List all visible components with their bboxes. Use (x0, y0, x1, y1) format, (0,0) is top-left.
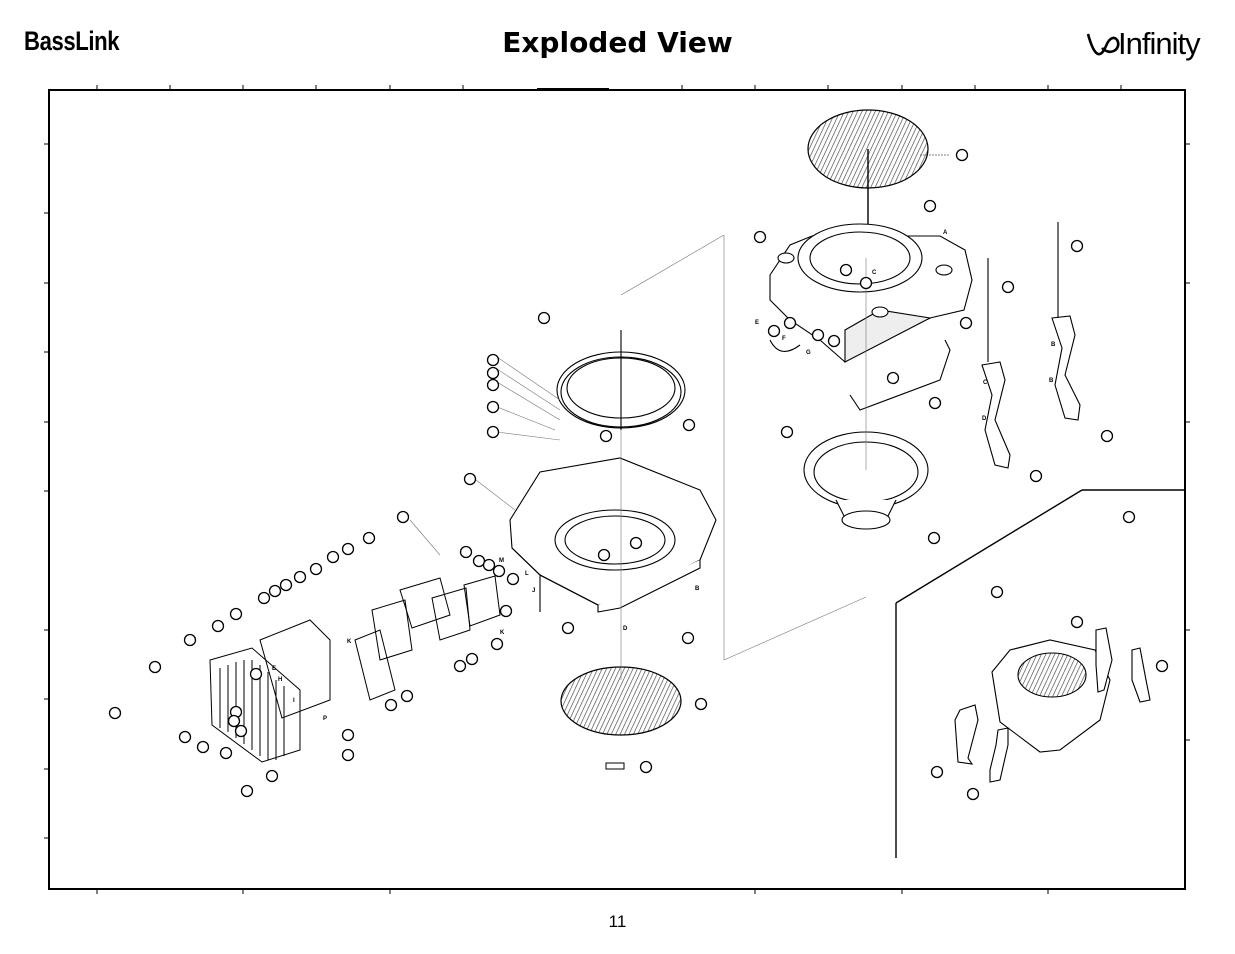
top-housing (769, 223, 973, 411)
amplifier-heatsink (209, 575, 501, 763)
part-letter-tags: AC EF GB BC DM LJ DK EH IP BK (272, 230, 1056, 722)
page-title: Exploded View (502, 26, 733, 59)
svg-text:E: E (755, 320, 759, 326)
side-brackets (981, 222, 1081, 469)
svg-text:D: D (623, 626, 628, 632)
infinity-swoosh-icon (1086, 33, 1120, 56)
svg-text:A: A (943, 230, 948, 236)
svg-text:E: E (272, 666, 276, 672)
svg-text:C: C (983, 380, 988, 386)
svg-text:L: L (525, 571, 529, 577)
leader-lines (409, 234, 867, 680)
logo-text: Infinity (1118, 26, 1201, 61)
svg-text:B: B (1051, 342, 1056, 348)
svg-text:M: M (499, 558, 504, 564)
svg-text:C: C (872, 270, 877, 276)
svg-text:K: K (500, 630, 505, 636)
infinity-logo: Infinity (1084, 26, 1212, 66)
callout-circles (108, 148, 1169, 801)
brand-name: BassLink (24, 26, 120, 56)
page-number: 11 (608, 912, 627, 931)
top-grille (807, 109, 950, 258)
svg-text:F: F (782, 336, 786, 342)
svg-text:H: H (278, 677, 282, 683)
speaker-ring (556, 330, 686, 430)
svg-text:D: D (982, 416, 987, 422)
svg-text:K: K (347, 639, 352, 645)
svg-text:B: B (695, 586, 700, 592)
svg-text:B: B (1049, 378, 1054, 384)
inset-assembled-view (895, 489, 1186, 858)
svg-text:G: G (806, 350, 811, 356)
svg-text:J: J (532, 588, 535, 594)
svg-text:P: P (323, 716, 327, 722)
frame-ticks (44, 85, 1190, 894)
main-enclosure (509, 457, 717, 613)
svg-text:I: I (293, 698, 295, 704)
bottom-grille (560, 666, 682, 770)
assembled-enclosure (954, 627, 1151, 783)
